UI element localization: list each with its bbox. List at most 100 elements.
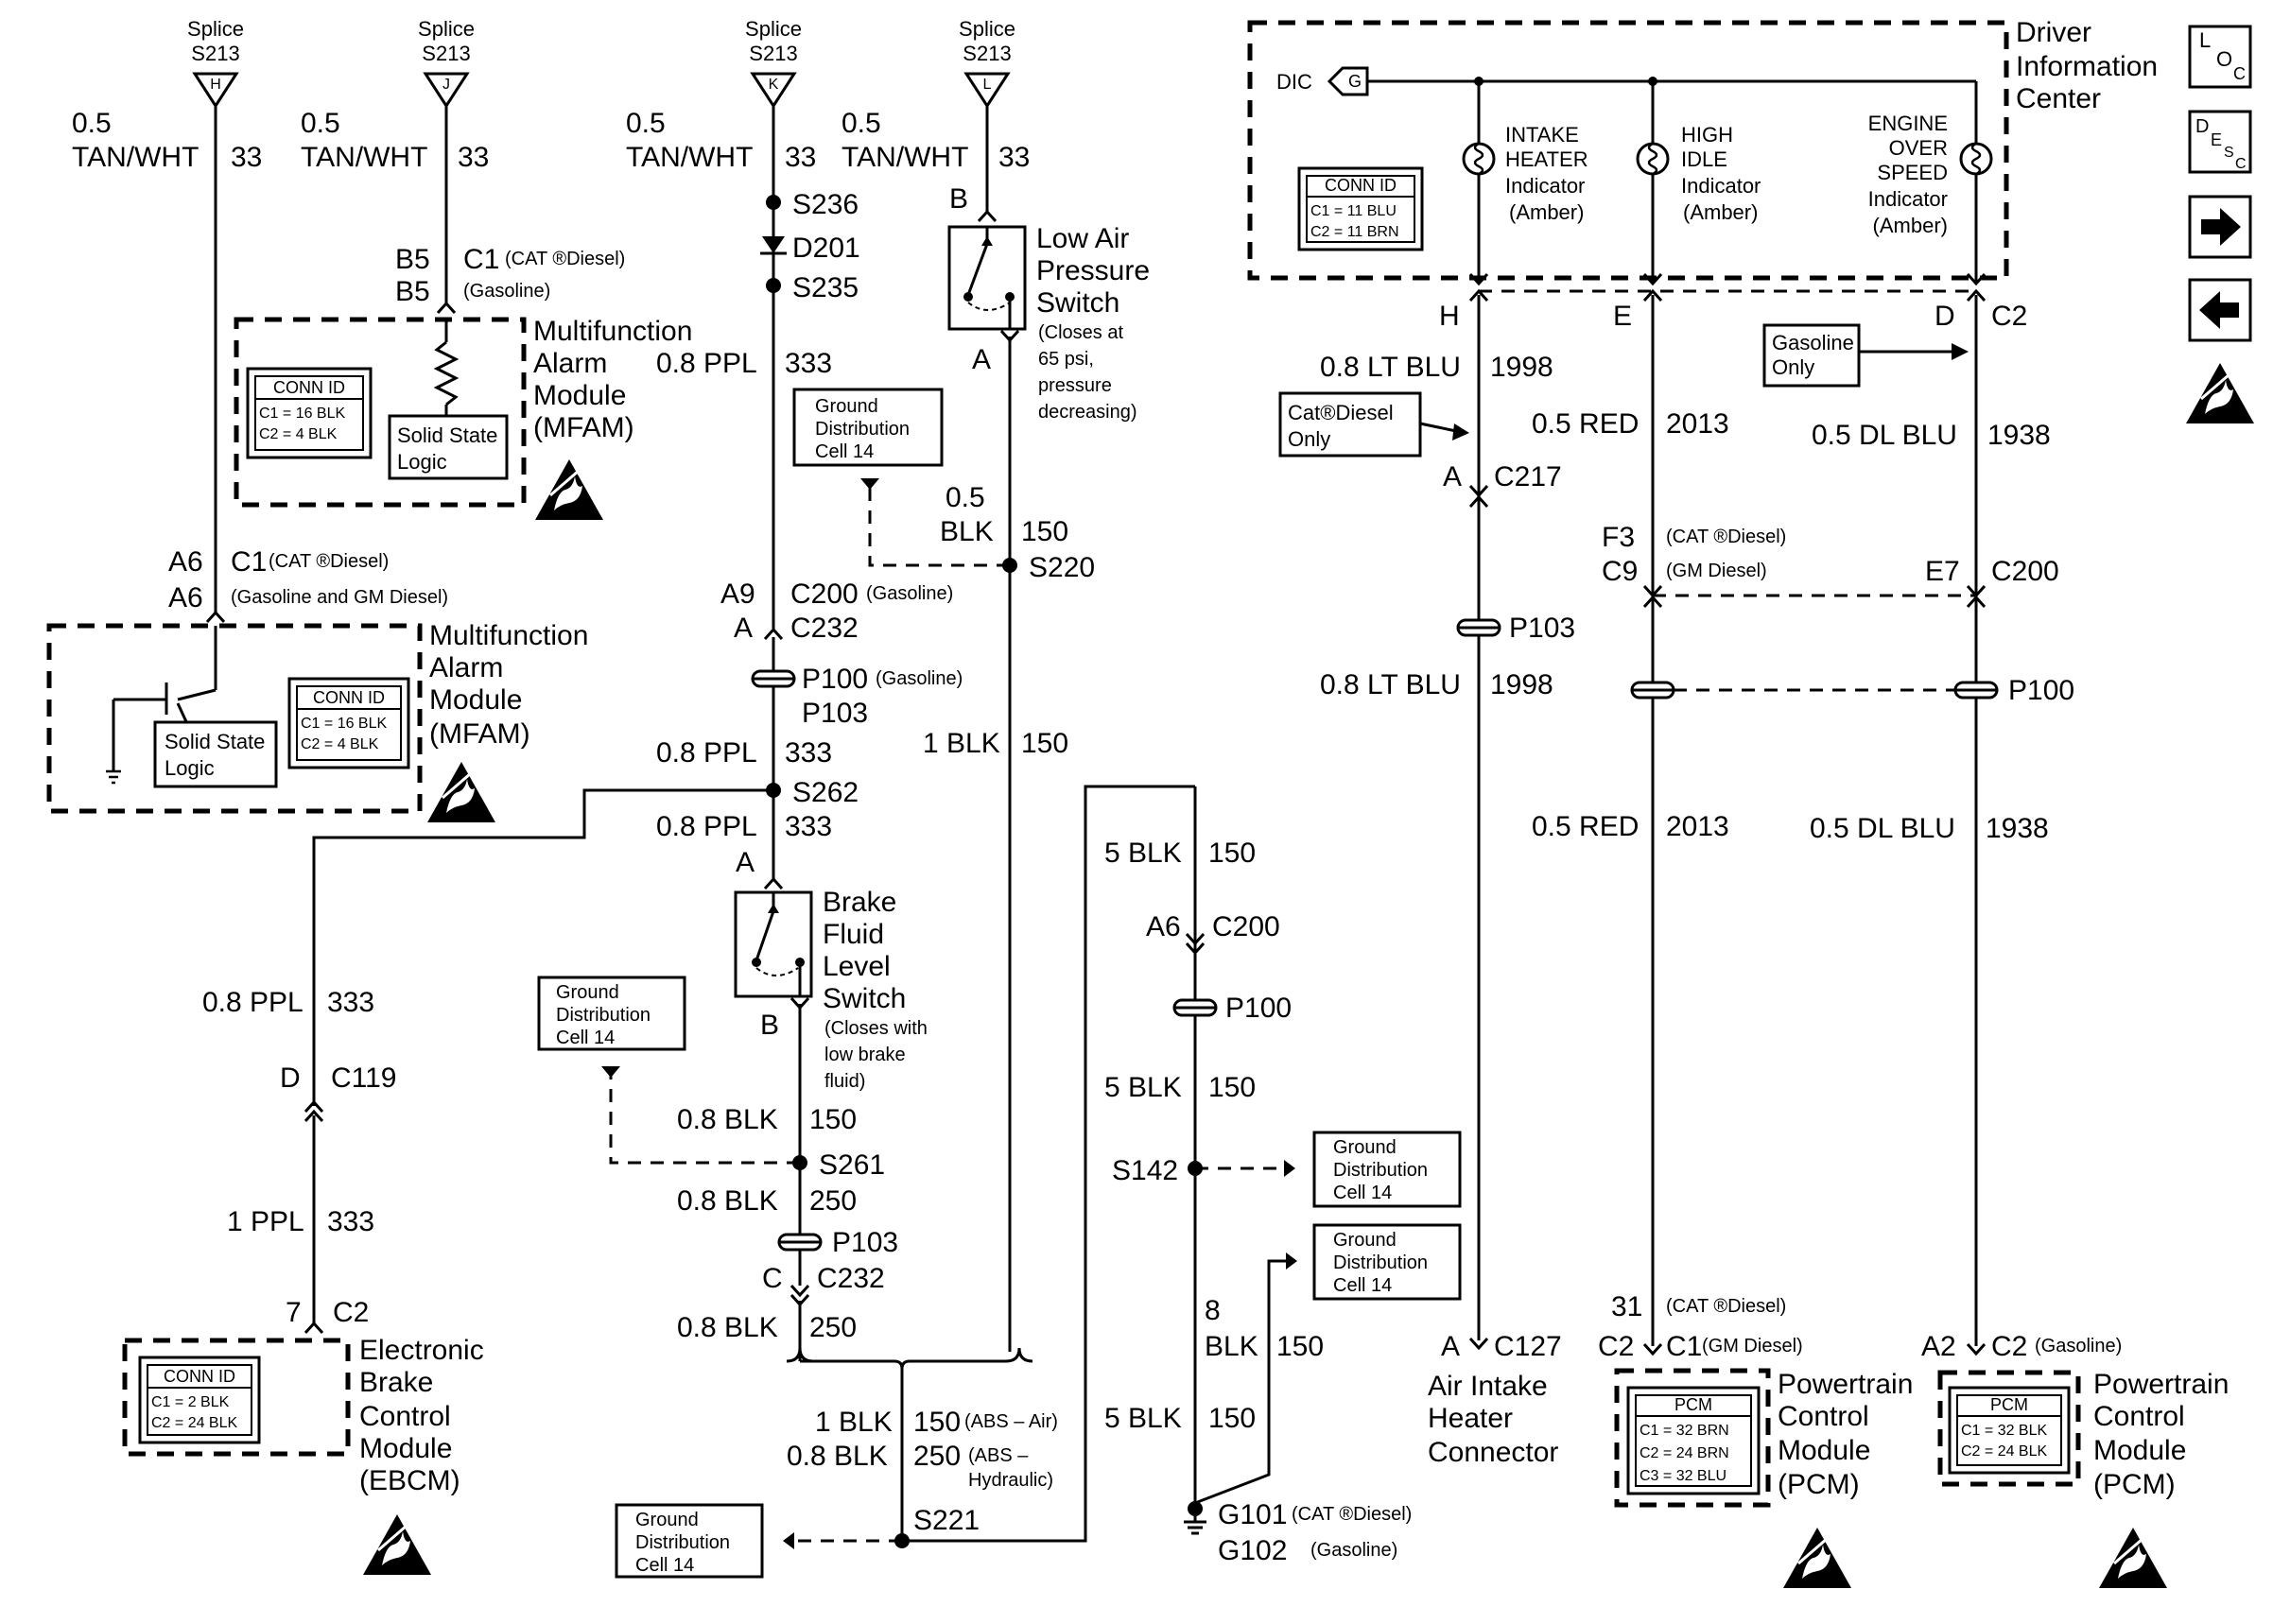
splice-s236-dot bbox=[766, 195, 781, 210]
dic-title-2: Information bbox=[2016, 51, 2158, 82]
pcm-diesel-c2: C2 = 24 BRN bbox=[1640, 1445, 1729, 1461]
circuit-250-abs: 250 bbox=[913, 1441, 961, 1472]
pcm-gasoline-title-3: Module bbox=[2093, 1435, 2186, 1466]
gdc-lap-2: Distribution bbox=[815, 419, 910, 440]
gdc-g101-1: Ground bbox=[1333, 1230, 1397, 1251]
c200-label-2: C200 bbox=[1212, 911, 1280, 942]
pin-a2: A2 bbox=[1921, 1331, 1956, 1362]
splice-j-pin: J bbox=[442, 77, 450, 93]
pin-c-c232: C bbox=[762, 1263, 783, 1294]
lap-note-1: (Closes at bbox=[1038, 322, 1123, 343]
next-arrow-icon[interactable] bbox=[2188, 195, 2252, 259]
pin-d-c2: D bbox=[1935, 301, 1955, 332]
eng-ind-4: Indicator bbox=[1868, 187, 1948, 211]
splice-k: Splice S213 K bbox=[745, 17, 802, 109]
svg-text:L: L bbox=[2199, 28, 2211, 52]
gm-diesel-note-c9: (GM Diesel) bbox=[1666, 561, 1767, 581]
wire-color-j: TAN/WHT bbox=[301, 142, 427, 173]
c2-label-ebcm: C2 bbox=[333, 1297, 369, 1328]
air-intake-2: Heater bbox=[1428, 1403, 1513, 1434]
circuit-333-2: 333 bbox=[785, 737, 832, 769]
dic-c2: C2 = 11 BRN bbox=[1310, 224, 1399, 240]
pin-7: 7 bbox=[286, 1297, 302, 1328]
p100-label-1: P100 bbox=[802, 664, 868, 695]
loc-icon[interactable]: L O C bbox=[2188, 25, 2252, 89]
esd-icon-mfam-lower bbox=[425, 760, 497, 824]
conn-id-mfam-upper bbox=[246, 367, 373, 459]
high-ind-3: Indicator bbox=[1681, 174, 1761, 198]
solid-state-upper-2: Logic bbox=[397, 450, 447, 474]
splice-s221: S221 bbox=[913, 1505, 980, 1536]
abs-air-note: (ABS – Air) bbox=[964, 1411, 1058, 1432]
air-intake-1: Air Intake bbox=[1428, 1371, 1548, 1402]
dic-label: DIC bbox=[1276, 70, 1312, 94]
intake-ind-1: INTAKE bbox=[1505, 123, 1579, 147]
c2-label-pcm1: C2 bbox=[1598, 1331, 1634, 1362]
splice-j-label: Splice bbox=[418, 17, 475, 41]
high-ind-4: (Amber) bbox=[1683, 200, 1758, 224]
pin-d-c119: D bbox=[280, 1063, 301, 1094]
wire-1ppl: 1 PPL bbox=[227, 1206, 304, 1237]
ground-merge-bracket bbox=[800, 1359, 1006, 1370]
wire-size-l: 0.5 bbox=[842, 108, 881, 139]
p103-label-1: P103 bbox=[802, 698, 868, 729]
abs-hyd-note-1: (ABS – bbox=[968, 1445, 1029, 1466]
solid-state-logic-lower bbox=[153, 720, 278, 788]
conn-id-label-mfam-upper: CONN ID bbox=[273, 378, 345, 397]
eng-ind-2: OVER bbox=[1889, 136, 1948, 160]
gasoline-note-c200: (Gasoline) bbox=[866, 583, 953, 604]
splice-h-label: Splice bbox=[187, 17, 244, 41]
wire-08blk-2: 0.8 BLK bbox=[677, 1185, 778, 1217]
p100-label-2: P100 bbox=[1225, 993, 1292, 1024]
solid-state-upper-1: Solid State bbox=[397, 423, 497, 447]
pin-a6-2: A6 bbox=[168, 582, 203, 613]
wire-5blk-3: 5 BLK bbox=[1104, 1403, 1182, 1434]
splice-k-label: Splice bbox=[745, 17, 802, 41]
wire-08blk-abs: 0.8 BLK bbox=[787, 1441, 888, 1472]
svg-text:C: C bbox=[2235, 156, 2247, 172]
esd-icon-mfam-upper bbox=[533, 458, 605, 522]
gdc-g101 bbox=[1312, 1223, 1462, 1301]
gdc-g101-2: Distribution bbox=[1333, 1253, 1428, 1273]
cat-diesel-note-mfam1: (CAT ®Diesel) bbox=[505, 249, 625, 269]
pcm-gasoline-title-1: Powertrain bbox=[2093, 1369, 2229, 1400]
mfam-lower-title-4: (MFAM) bbox=[429, 718, 530, 750]
wire-s221-to-g101 bbox=[902, 785, 1195, 1543]
gasoline-note-pcm2: (Gasoline) bbox=[2035, 1336, 2122, 1356]
connector-c2-ebcm bbox=[304, 1322, 324, 1335]
circuit-150-lap: 150 bbox=[1021, 516, 1068, 547]
desc-icon[interactable]: D E S C bbox=[2188, 110, 2252, 174]
pcm-gasoline-label: PCM bbox=[1990, 1395, 2028, 1414]
lap-note-2: 65 psi, bbox=[1038, 349, 1094, 370]
c1-label-pcm1: C1 bbox=[1666, 1331, 1702, 1362]
ground-symbol-g101 bbox=[1184, 1520, 1206, 1535]
mfam-upper-c2: C2 = 4 BLK bbox=[259, 426, 338, 442]
mfam-upper-c1: C1 = 16 BLK bbox=[259, 406, 346, 422]
c1-label-mfam2: C1 bbox=[231, 546, 267, 578]
connector-c232-c bbox=[789, 1284, 810, 1297]
inline-p100-1938 bbox=[1953, 681, 1999, 700]
mfam-lower-title-2: Alarm bbox=[429, 652, 503, 683]
brake-switch-title-2: Fluid bbox=[823, 919, 884, 950]
dic-module bbox=[1247, 20, 2009, 281]
circuit-33-l: 33 bbox=[998, 142, 1030, 173]
pcm-diesel-c1: C1 = 32 BRN bbox=[1640, 1423, 1729, 1439]
circuit-1938-1: 1938 bbox=[1987, 420, 2051, 451]
circuit-33-j: 33 bbox=[458, 142, 489, 173]
pin-h-c2: H bbox=[1439, 301, 1460, 332]
solid-state-lower-1: Solid State bbox=[165, 730, 265, 753]
lap-title-3: Switch bbox=[1036, 287, 1119, 319]
wire-8: 8 bbox=[1205, 1295, 1221, 1326]
pin-a-lap: A bbox=[972, 344, 991, 375]
mfam-upper-title-4: (MFAM) bbox=[533, 412, 634, 443]
mfam-upper-title-2: Alarm bbox=[533, 348, 607, 379]
gdc-s142-3: Cell 14 bbox=[1333, 1183, 1392, 1203]
prev-arrow-icon[interactable] bbox=[2188, 278, 2252, 342]
circuit-150-g4: 150 bbox=[1208, 1403, 1256, 1434]
solid-state-logic-upper bbox=[388, 414, 509, 480]
wire-gdc-to-g101 bbox=[1194, 1259, 1295, 1505]
solid-state-lower-2: Logic bbox=[165, 756, 215, 780]
pin-a9: A9 bbox=[720, 579, 755, 610]
connector-c1-b5 bbox=[436, 302, 457, 315]
conn-id-label-mfam-lower: CONN ID bbox=[313, 688, 385, 707]
